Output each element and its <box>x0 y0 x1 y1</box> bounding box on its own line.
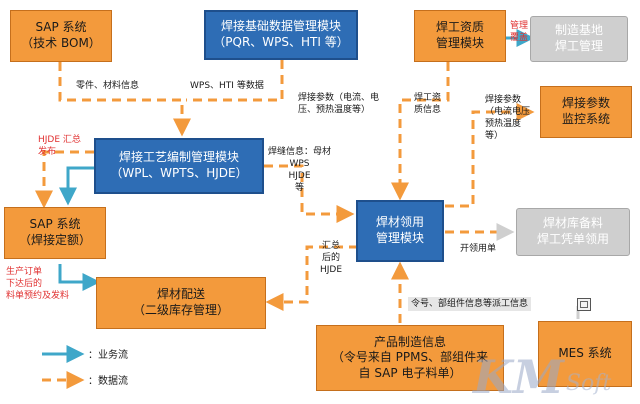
sap-quota-box: SAP 系统 （焊接定额） <box>4 207 106 259</box>
weld-param-monitor-box: 焊接参数 监控系统 <box>540 86 632 138</box>
weld-process-box: 焊接工艺编制管理模块 （WPL、WPTS、HJDE） <box>94 138 264 194</box>
label-welder-qual-info: 焊工资 质信息 <box>414 93 442 116</box>
label-open-issue-slip: 开领用单 <box>460 244 497 254</box>
label-order-dispatch-info: 令号、部组件信息等派工信息 <box>408 297 532 312</box>
arrow-process-to-issue <box>264 164 355 223</box>
label-summary-hjde: 汇总 后的 HJDE <box>320 241 343 276</box>
weld-process-text: 焊接工艺编制管理模块 （WPL、WPTS、HJDE） <box>110 150 248 180</box>
welder-qualification-box: 焊工资质 管理模块 <box>414 10 506 62</box>
legend-data-flow: ：数据流 <box>88 376 128 387</box>
mes-text: MES 系统 <box>558 346 612 361</box>
product-mfg-info-text: 产品制造信息 （令号来自 PPMS、部组件来 自 SAP 电子料单） <box>331 334 489 380</box>
arrow-process-to-sap-biz <box>59 166 94 206</box>
material-distribution-box: 焊材配送 （二级库存管理） <box>96 277 266 329</box>
sap-bom-box: SAP 系统 （技术 BOM） <box>10 10 112 62</box>
weld-base-data-text: 焊接基础数据管理模块 （PQR、WPS、HTI 等） <box>213 19 349 49</box>
label-weld-params-1: 焊接参数（电流、电 压、预热温度等） <box>298 93 380 116</box>
label-mgmt-cover: 管理 覆盖 <box>510 21 529 44</box>
warehouse-text: 焊材库备料 焊工凭单领用 <box>536 216 609 246</box>
product-mfg-info-box: 产品制造信息 （令号来自 PPMS、部组件来 自 SAP 电子料单） <box>316 325 504 391</box>
sap-quota-text: SAP 系统 （焊接定额） <box>18 217 91 247</box>
arrow-issue-to-dist <box>265 245 358 311</box>
material-issue-box: 焊材领用 管理模块 <box>356 200 444 262</box>
arrow-qual-to-issue <box>391 62 450 201</box>
label-weld-params-2: 焊接参数 （电流电压 预热温度 等） <box>485 95 531 142</box>
welder-qualification-text: 焊工资质 管理模块 <box>435 20 484 50</box>
arrow-bom-to-process <box>58 62 191 137</box>
mes-box: MES 系统 <box>538 321 632 387</box>
weld-base-data-box: 焊接基础数据管理模块 （PQR、WPS、HTI 等） <box>204 10 358 60</box>
material-distribution-text: 焊材配送 （二级库存管理） <box>132 287 229 317</box>
weld-param-monitor-text: 焊接参数 监控系统 <box>561 96 610 126</box>
material-issue-text: 焊材领用 管理模块 <box>375 215 424 245</box>
label-parts-material-info: 零件、材料信息 <box>76 81 140 91</box>
arrow-process-to-sap <box>35 150 94 209</box>
sap-bom-text: SAP 系统 （技术 BOM） <box>21 20 101 50</box>
picture-placeholder-icon <box>577 298 591 311</box>
arrow-sap-to-dist-biz <box>58 264 101 291</box>
label-order-after-release: 生产订单 下达后的 料单预约及发料 <box>6 267 70 302</box>
label-hjde-publish: HJDE 汇总 发布 <box>38 135 81 158</box>
legend-business-flow: ：业务流 <box>88 350 128 361</box>
label-wps-hti-data: WPS、HTI 等数据 <box>190 81 264 91</box>
label-seam-info: 焊缝信息：母材 WPS HJDE 等 <box>268 147 332 194</box>
base-welder-mgmt-text: 制造基地 焊工管理 <box>554 23 603 53</box>
arrow-params-monitor <box>445 103 535 208</box>
warehouse-box: 焊材库备料 焊工凭单领用 <box>516 208 630 256</box>
base-welder-mgmt-box: 制造基地 焊工管理 <box>530 16 628 62</box>
